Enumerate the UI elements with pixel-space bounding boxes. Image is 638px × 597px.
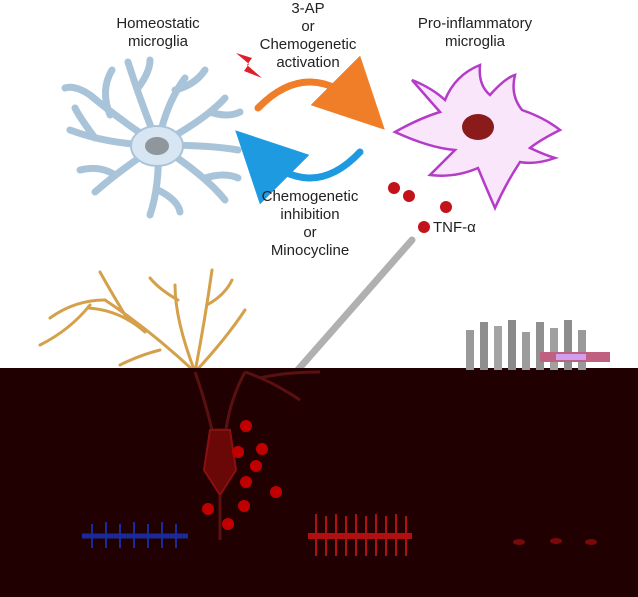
pro-inflammatory-microglia [392, 63, 563, 212]
inhibition-label: Chemogenetic inhibition or Minocycline [250, 188, 370, 260]
homeostatic-microglia [61, 56, 244, 219]
inhibition-line3: or [303, 224, 317, 241]
right-marks [513, 538, 597, 545]
inhibition-arrow [235, 130, 364, 205]
lightning-icon [236, 53, 262, 78]
homeostatic-title: Homeostatic microglia [98, 15, 218, 51]
activation-label: 3-AP or Chemogenetic activation [248, 0, 368, 72]
pro-title-line1: Pro-inflammatory [417, 15, 533, 32]
activation-line2: or [301, 18, 315, 35]
red-spike-trace [308, 514, 412, 556]
activation-line1: 3-AP [291, 0, 325, 17]
neuron-dendrites [38, 268, 247, 374]
signal-line [292, 236, 416, 376]
cytokine-dots [388, 182, 452, 233]
pro-inflammatory-title: Pro-inflammatory microglia [400, 15, 550, 51]
neuron-cytokine-dots [202, 420, 282, 530]
inhibition-line1: Chemogenetic [261, 188, 359, 205]
pro-nucleus [462, 114, 494, 140]
activation-line4: activation [276, 54, 340, 71]
tnf-alpha-label: TNF-α [433, 219, 476, 236]
inhibition-line4: Minocycline [270, 242, 350, 259]
tnf-alpha-dot [418, 221, 430, 233]
pro-title-line2: microglia [444, 33, 505, 50]
activation-arrow [254, 55, 385, 130]
gray-bars [466, 320, 610, 370]
inhibition-line2: inhibition [280, 206, 340, 223]
homeostatic-title-line1: Homeostatic [116, 15, 200, 32]
activation-line3: Chemogenetic [259, 36, 357, 53]
blue-spike-trace [82, 522, 188, 548]
neuron [193, 370, 321, 540]
homeostatic-title-line2: microglia [127, 33, 188, 50]
dark-band [0, 368, 638, 597]
homeostatic-nucleus [145, 137, 169, 155]
